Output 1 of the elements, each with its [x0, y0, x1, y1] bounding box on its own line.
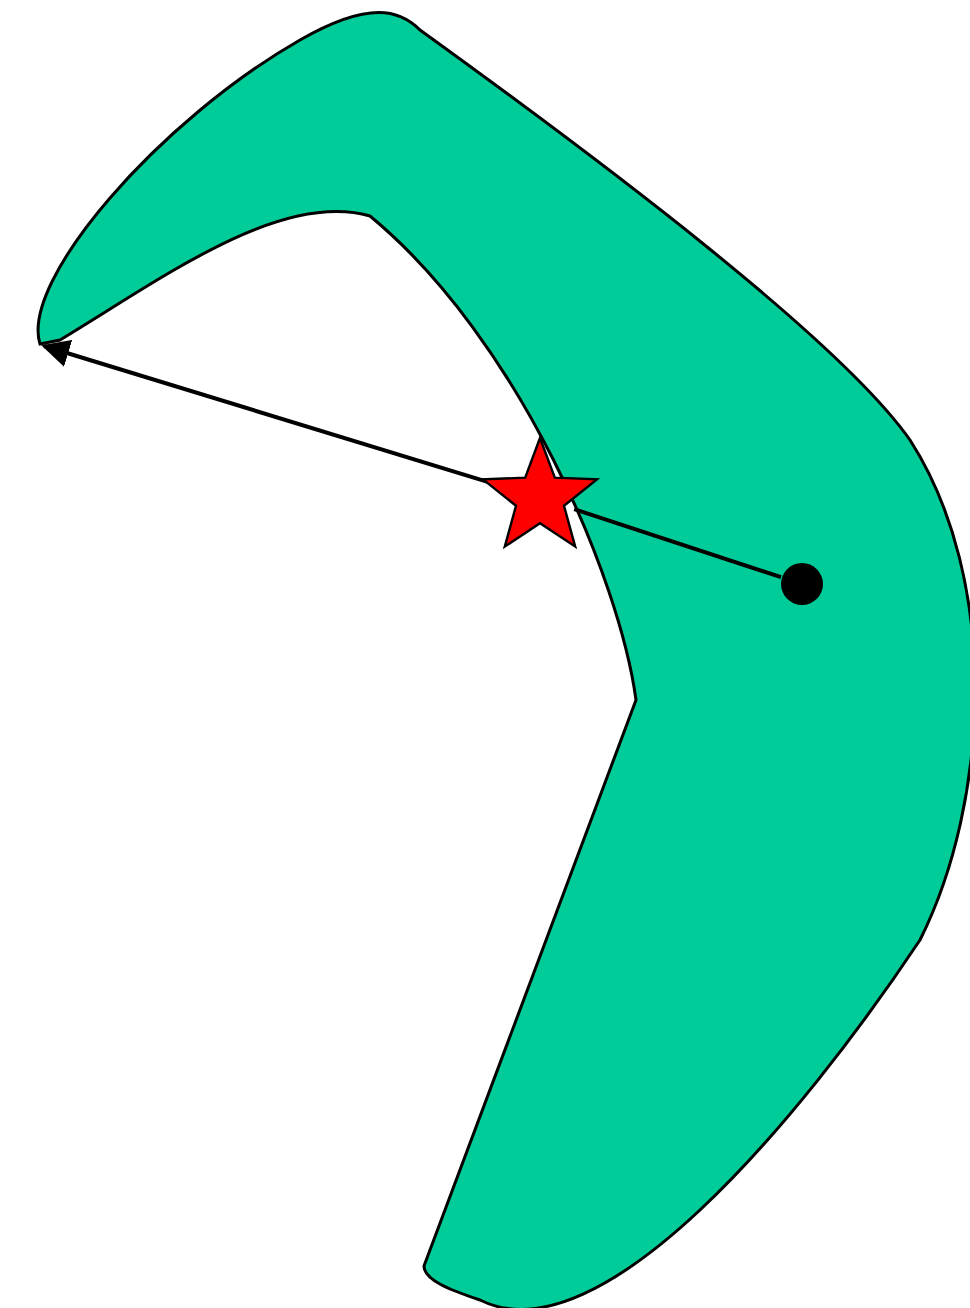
connector-line — [573, 507, 782, 580]
